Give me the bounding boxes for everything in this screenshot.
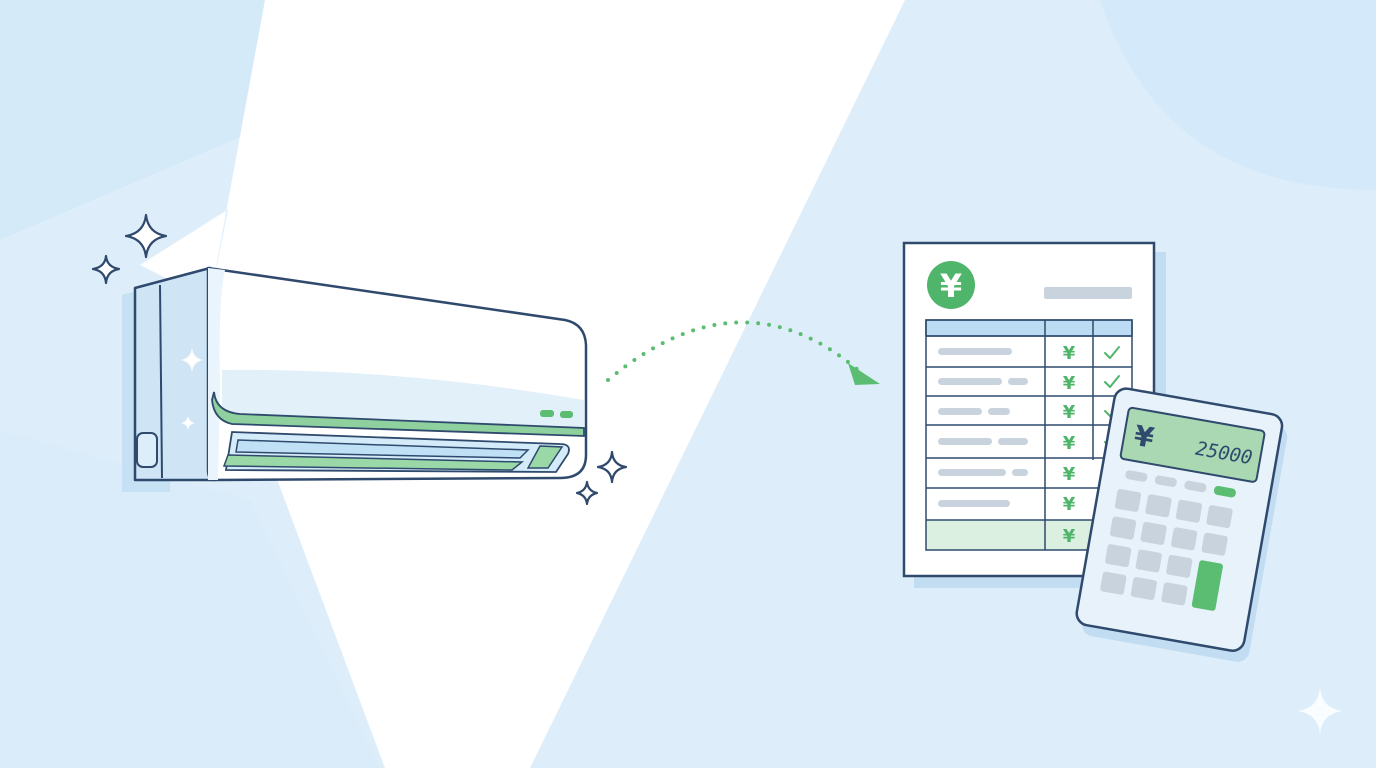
invoice-row-yen: ¥ bbox=[1063, 343, 1076, 364]
invoice-row-lines bbox=[938, 348, 1028, 507]
invoice-row-yen: ¥ bbox=[1063, 402, 1076, 423]
calculator-display bbox=[1119, 406, 1266, 483]
sparkle-icon bbox=[575, 480, 599, 506]
invoice-row-yen: ¥ bbox=[1063, 526, 1076, 547]
air-conditioner-icon bbox=[122, 266, 588, 492]
yen-coin-icon bbox=[927, 261, 975, 309]
checkmark-icon bbox=[1104, 375, 1120, 388]
sparkle-icon bbox=[596, 450, 628, 484]
sparkle-icon bbox=[124, 213, 168, 259]
invoice-row-yen: ¥ bbox=[1063, 373, 1076, 394]
calculator-icon: ¥ 25000 bbox=[1075, 387, 1288, 662]
invoice-row-yen: ¥ bbox=[1063, 494, 1076, 515]
invoice-document-icon: ¥ ¥ bbox=[902, 241, 1166, 588]
dotted-arrow-icon bbox=[606, 320, 880, 385]
sparkle-icon bbox=[91, 254, 121, 285]
sparkle-icon bbox=[1298, 688, 1342, 734]
invoice-row-yen: ¥ bbox=[1063, 464, 1076, 485]
invoice-yen-badge-symbol: ¥ bbox=[940, 267, 962, 305]
calculator-keys bbox=[1100, 470, 1236, 611]
checkmark-icon bbox=[1104, 346, 1120, 359]
invoice-table-header bbox=[925, 319, 1133, 337]
invoice-yen-column: ¥ ¥ ¥ ¥ ¥ ¥ ¥ bbox=[1063, 343, 1076, 547]
invoice-title-bar bbox=[1044, 287, 1132, 299]
invoice-row-yen: ¥ bbox=[1063, 433, 1076, 454]
